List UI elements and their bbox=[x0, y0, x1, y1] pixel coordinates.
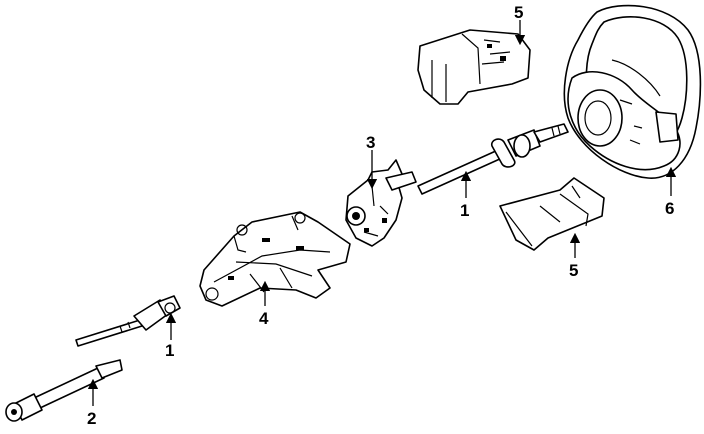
steering-column-housing bbox=[199, 211, 351, 307]
callout-upper-shroud: 5 bbox=[514, 3, 523, 22]
callout-shaft-upper: 1 bbox=[460, 201, 469, 220]
intermediate-shaft bbox=[5, 359, 123, 422]
lower-shroud bbox=[499, 177, 605, 251]
upper-shroud bbox=[417, 29, 531, 105]
callout-lower-shroud: 5 bbox=[569, 261, 578, 280]
callout-steering-wheel: 6 bbox=[665, 199, 674, 218]
callout-lock-cylinder: 3 bbox=[366, 133, 375, 152]
steering-shaft-lower bbox=[75, 295, 181, 347]
callout-column-housing: 4 bbox=[259, 309, 269, 328]
callout-intermediate-shaft: 2 bbox=[87, 409, 96, 428]
steering-shaft-upper bbox=[417, 123, 569, 195]
lock-cylinder-housing bbox=[345, 159, 417, 247]
callout-shaft-lower: 1 bbox=[165, 341, 174, 360]
steering-wheel bbox=[563, 4, 702, 179]
